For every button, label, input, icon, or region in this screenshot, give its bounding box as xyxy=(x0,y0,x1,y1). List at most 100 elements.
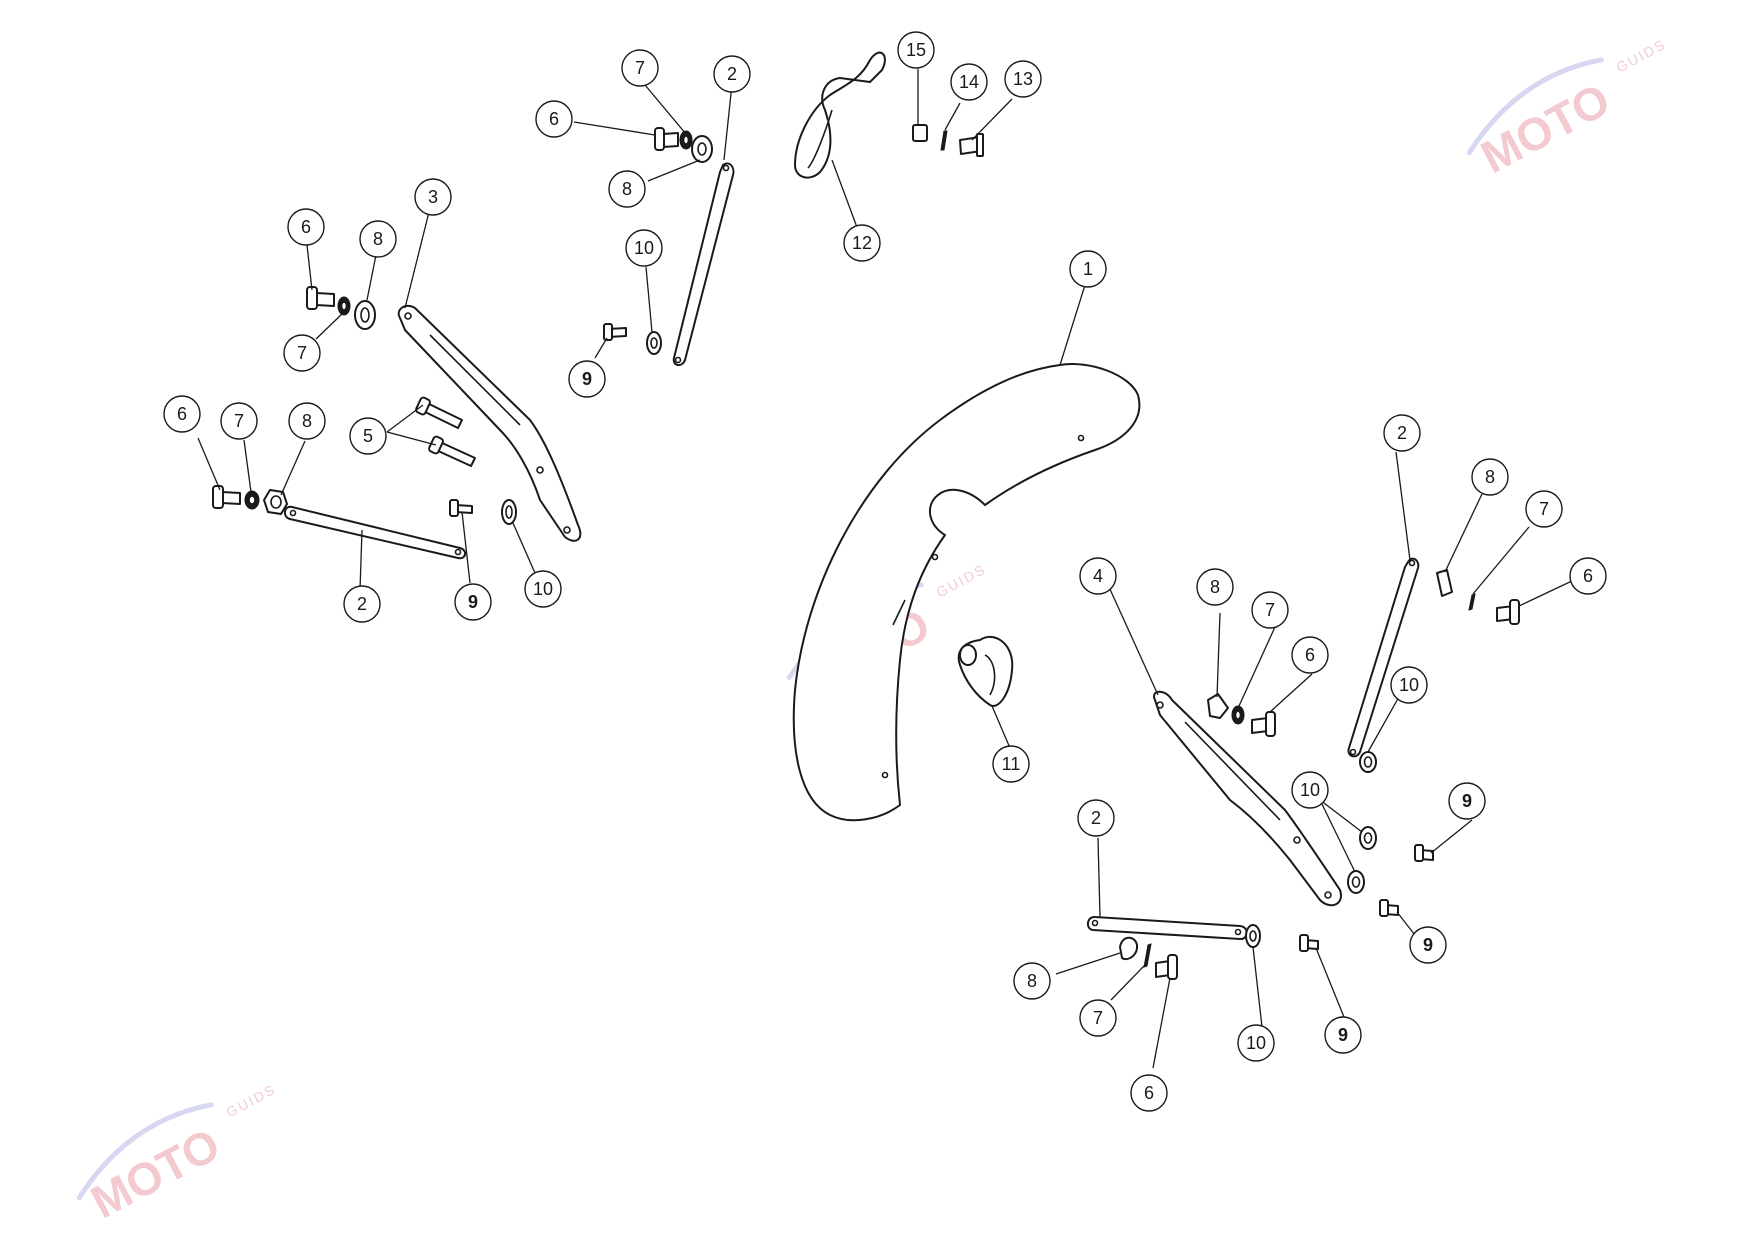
callout-6: 6 xyxy=(1130,1074,1168,1112)
stay-part-3 xyxy=(397,304,582,542)
rod-part-2-right xyxy=(1347,557,1420,758)
watermark-sub: GUIDS xyxy=(223,1081,278,1121)
svg-text:7: 7 xyxy=(1093,1008,1103,1028)
svg-text:5: 5 xyxy=(363,426,373,446)
callout-9: 9 xyxy=(1324,1016,1362,1054)
callout-5: 5 xyxy=(349,417,387,455)
watermark-top-right: MOTO GUIDS xyxy=(1466,36,1669,183)
svg-text:8: 8 xyxy=(302,411,312,431)
svg-text:8: 8 xyxy=(1027,971,1037,991)
watermark-sub: GUIDS xyxy=(933,561,988,601)
callout-7: 7 xyxy=(621,49,659,87)
callout-2: 2 xyxy=(1077,799,1115,837)
callout-4: 4 xyxy=(1079,557,1117,595)
callout-14: 14 xyxy=(950,63,988,101)
svg-text:4: 4 xyxy=(1093,566,1103,586)
svg-text:1: 1 xyxy=(1083,259,1093,279)
svg-text:6: 6 xyxy=(549,109,559,129)
svg-text:10: 10 xyxy=(1399,675,1419,695)
svg-text:9: 9 xyxy=(1462,791,1472,811)
callout-7: 7 xyxy=(283,334,321,372)
rod-part-2-lower xyxy=(1087,916,1248,940)
callout-2: 2 xyxy=(343,585,381,623)
callout-8: 8 xyxy=(608,170,646,208)
svg-text:13: 13 xyxy=(1013,69,1033,89)
svg-text:10: 10 xyxy=(1246,1033,1266,1053)
callout-7: 7 xyxy=(1525,490,1563,528)
callout-8: 8 xyxy=(359,220,397,258)
hardware-mid-left xyxy=(306,286,376,330)
hardware-right-b xyxy=(1359,569,1520,773)
svg-text:9: 9 xyxy=(1338,1025,1348,1045)
nut-part-15 xyxy=(912,124,928,142)
fender-part-1 xyxy=(792,363,1141,822)
svg-text:8: 8 xyxy=(373,229,383,249)
svg-text:7: 7 xyxy=(635,58,645,78)
watermark-bottom-left: MOTO GUIDS xyxy=(76,1081,279,1228)
hardware-left-lower xyxy=(212,485,517,525)
svg-text:14: 14 xyxy=(959,72,979,92)
washer-part-14 xyxy=(940,130,948,151)
clip-part-12 xyxy=(794,51,886,179)
callout-6: 6 xyxy=(163,395,201,433)
svg-text:6: 6 xyxy=(177,404,187,424)
svg-text:10: 10 xyxy=(634,238,654,258)
hardware-right-c xyxy=(1347,826,1434,917)
svg-text:2: 2 xyxy=(1397,423,1407,443)
svg-text:10: 10 xyxy=(1300,780,1320,800)
svg-text:2: 2 xyxy=(727,64,737,84)
screw-part-13 xyxy=(959,133,984,157)
callout-13: 13 xyxy=(1004,60,1042,98)
callout-3: 3 xyxy=(414,178,452,216)
callout-8: 8 xyxy=(288,402,326,440)
guide-part-11 xyxy=(957,635,1014,707)
rod-part-2-left xyxy=(284,505,466,560)
callout-7: 7 xyxy=(1251,591,1289,629)
svg-text:6: 6 xyxy=(1144,1083,1154,1103)
callout-9: 9 xyxy=(454,583,492,621)
hardware-upper-b xyxy=(603,323,662,355)
svg-text:2: 2 xyxy=(1091,808,1101,828)
svg-text:6: 6 xyxy=(301,217,311,237)
svg-text:6: 6 xyxy=(1305,645,1315,665)
svg-text:9: 9 xyxy=(582,369,592,389)
svg-text:2: 2 xyxy=(357,594,367,614)
callout-1: 1 xyxy=(1069,250,1107,288)
callout-8: 8 xyxy=(1196,568,1234,606)
hardware-right-lower xyxy=(1119,924,1319,980)
svg-text:8: 8 xyxy=(622,179,632,199)
svg-text:7: 7 xyxy=(1539,499,1549,519)
callout-10: 10 xyxy=(1291,771,1329,809)
callout-6: 6 xyxy=(1569,557,1607,595)
callout-9: 9 xyxy=(1409,926,1447,964)
callout-8: 8 xyxy=(1471,458,1509,496)
svg-text:6: 6 xyxy=(1583,566,1593,586)
stay-part-4 xyxy=(1153,690,1342,907)
hardware-upper-a xyxy=(654,127,713,163)
callout-2: 2 xyxy=(713,55,751,93)
callout-6: 6 xyxy=(535,100,573,138)
svg-text:7: 7 xyxy=(1265,600,1275,620)
callout-10: 10 xyxy=(1390,666,1428,704)
svg-text:12: 12 xyxy=(852,233,872,253)
svg-text:9: 9 xyxy=(468,592,478,612)
callout-6: 6 xyxy=(287,208,325,246)
callout-7: 7 xyxy=(1079,999,1117,1037)
svg-text:10: 10 xyxy=(533,579,553,599)
callout-2: 2 xyxy=(1383,414,1421,452)
callout-15: 15 xyxy=(897,31,935,69)
watermark-brand: MOTO xyxy=(1473,73,1619,183)
callout-10: 10 xyxy=(524,570,562,608)
callouts: 7 2 6 8 10 9 3 6 8 7 5 6 7 8 2 9 10 15 1… xyxy=(163,31,1607,1112)
hardware-right-a xyxy=(1207,693,1276,737)
callout-7: 7 xyxy=(220,402,258,440)
svg-text:8: 8 xyxy=(1210,577,1220,597)
svg-text:7: 7 xyxy=(297,343,307,363)
callout-12: 12 xyxy=(843,224,881,262)
svg-text:15: 15 xyxy=(906,40,926,60)
callout-11: 11 xyxy=(992,745,1030,783)
callout-10: 10 xyxy=(1237,1024,1275,1062)
leader-lines xyxy=(197,69,1575,1069)
svg-text:8: 8 xyxy=(1485,467,1495,487)
